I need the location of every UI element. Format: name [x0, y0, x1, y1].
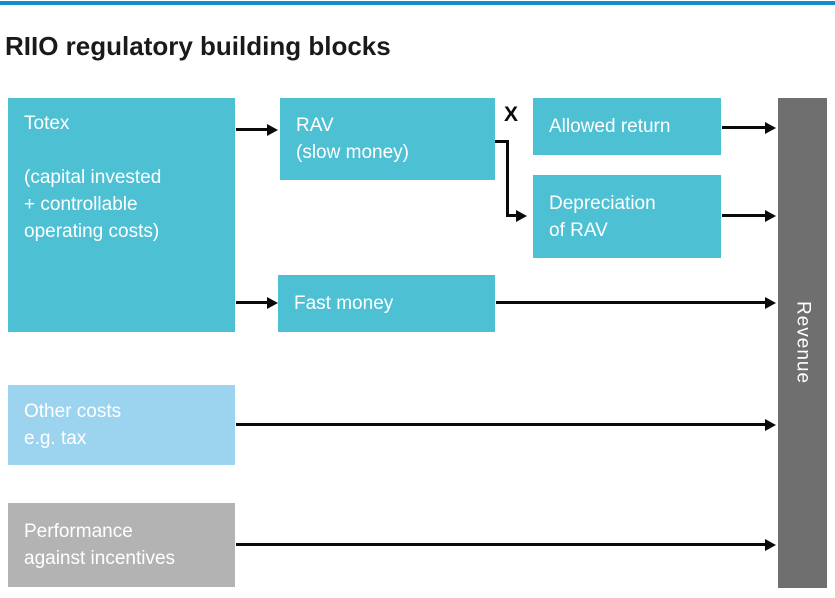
connector-rav-depreciation-horizontal-top	[495, 140, 509, 143]
arrow-allowed-return-to-revenue	[722, 126, 765, 129]
other-costs-label: Other costs e.g. tax	[24, 401, 122, 449]
arrow-totex-to-fast-money	[236, 301, 267, 304]
arrow-performance-to-revenue	[236, 543, 765, 546]
arrow-fast-money-to-revenue	[496, 301, 765, 304]
connector-rav-depreciation-arrowhead	[506, 214, 516, 217]
page-title: RIIO regulatory building blocks	[5, 31, 391, 62]
rav-label: RAV (slow money)	[296, 115, 409, 163]
depreciation-label: Depreciation of RAV	[549, 192, 656, 241]
performance-label: Performance against incentives	[24, 521, 176, 569]
rav-slow-money-box: RAV (slow money)	[280, 98, 495, 180]
arrow-other-costs-to-revenue	[236, 423, 765, 426]
revenue-bar: Revenue	[778, 98, 827, 588]
connector-rav-depreciation-vertical	[506, 140, 509, 217]
allowed-return-box: Allowed return	[533, 98, 721, 155]
allowed-return-label: Allowed return	[549, 116, 671, 137]
multiply-symbol: X	[504, 103, 519, 126]
top-accent-rule	[0, 1, 835, 5]
arrow-depreciation-to-revenue	[722, 214, 765, 217]
totex-label: Totex (capital invested + controllable o…	[24, 113, 162, 242]
revenue-label: Revenue	[792, 301, 814, 385]
fast-money-label: Fast money	[294, 293, 394, 314]
arrow-totex-to-rav	[236, 128, 267, 131]
fast-money-box: Fast money	[278, 275, 495, 332]
performance-incentives-box: Performance against incentives	[8, 503, 235, 587]
depreciation-of-rav-box: Depreciation of RAV	[533, 175, 721, 258]
totex-box: Totex (capital invested + controllable o…	[8, 98, 235, 332]
other-costs-box: Other costs e.g. tax	[8, 385, 235, 465]
